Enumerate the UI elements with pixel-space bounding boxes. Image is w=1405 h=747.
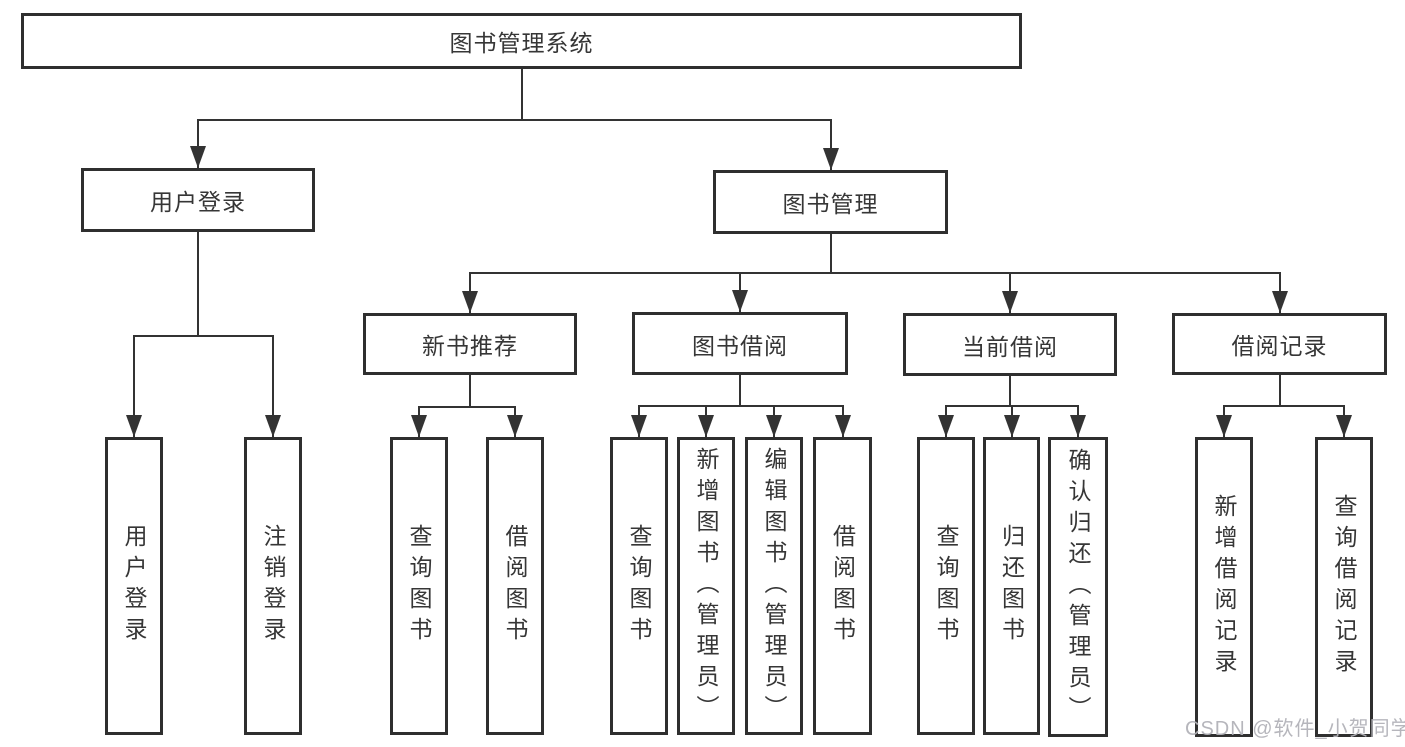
connector-line xyxy=(638,405,844,407)
connector-line xyxy=(197,119,199,168)
node-bb-borrow-books: 借阅图书 xyxy=(813,437,872,735)
arrowhead-down-icon xyxy=(1003,415,1020,437)
node-bb-query-books: 查询图书 xyxy=(610,437,668,735)
node-user-login: 用户登录 xyxy=(81,168,315,232)
connector-line xyxy=(272,335,274,437)
connector-line xyxy=(829,119,832,170)
node-leaf-logout: 注销登录 xyxy=(244,437,302,735)
arrowhead-down-icon xyxy=(1271,291,1288,313)
connector-line xyxy=(739,375,741,407)
node-new-book-recommend: 新书推荐 xyxy=(363,313,577,375)
connector-line xyxy=(418,406,516,408)
node-br-query-record: 查询借阅记录 xyxy=(1315,437,1373,737)
arrowhead-down-icon xyxy=(631,415,647,437)
arrowhead-down-icon xyxy=(126,415,142,437)
connector-line xyxy=(197,232,199,337)
arrowhead-down-icon xyxy=(507,415,523,437)
connector-line xyxy=(469,272,1281,274)
connector-line xyxy=(1223,405,1345,407)
arrowhead-down-icon xyxy=(766,415,782,437)
node-br-add-record: 新增借阅记录 xyxy=(1195,437,1253,737)
csdn-watermark: CSDN @软件_小贺同学 xyxy=(1185,718,1405,740)
arrowhead-down-icon xyxy=(834,415,851,437)
arrowhead-down-icon xyxy=(411,415,427,437)
node-book-borrowing: 图书借阅 xyxy=(632,312,848,375)
node-bb-edit-books: 编辑图书（管理员） xyxy=(745,437,803,735)
node-bb-add-books: 新增图书（管理员） xyxy=(677,437,735,735)
arrowhead-down-icon xyxy=(1216,415,1232,437)
connector-line xyxy=(1278,375,1281,407)
node-cb-query-books: 查询图书 xyxy=(917,437,975,735)
connector-line xyxy=(829,234,832,274)
node-current-borrowing: 当前借阅 xyxy=(903,313,1117,376)
connector-line xyxy=(520,69,523,121)
node-cb-return-books: 归还图书 xyxy=(983,437,1040,735)
arrowhead-down-icon xyxy=(698,415,714,437)
connector-line xyxy=(133,335,274,337)
node-leaf-user-login: 用户登录 xyxy=(105,437,163,735)
connector-line xyxy=(469,375,471,408)
arrowhead-down-icon xyxy=(822,148,839,170)
node-book-management: 图书管理 xyxy=(713,170,948,234)
arrowhead-down-icon xyxy=(1002,291,1018,313)
arrowhead-down-icon xyxy=(732,290,748,312)
node-library-system: 图书管理系统 xyxy=(21,13,1022,69)
arrowhead-down-icon xyxy=(190,146,206,168)
arrowhead-down-icon xyxy=(938,415,954,437)
arrowhead-down-icon xyxy=(462,291,478,313)
node-nb-query-books: 查询图书 xyxy=(390,437,448,735)
connector-line xyxy=(197,119,832,121)
node-borrow-records: 借阅记录 xyxy=(1172,313,1387,375)
arrowhead-down-icon xyxy=(1070,415,1086,437)
node-cb-confirm-return: 确认归还（管理员） xyxy=(1048,437,1108,737)
node-nb-borrow-books: 借阅图书 xyxy=(486,437,544,735)
connector-line xyxy=(1009,376,1011,407)
arrowhead-down-icon xyxy=(1336,415,1352,437)
arrowhead-down-icon xyxy=(265,415,281,437)
connector-line xyxy=(133,335,135,437)
